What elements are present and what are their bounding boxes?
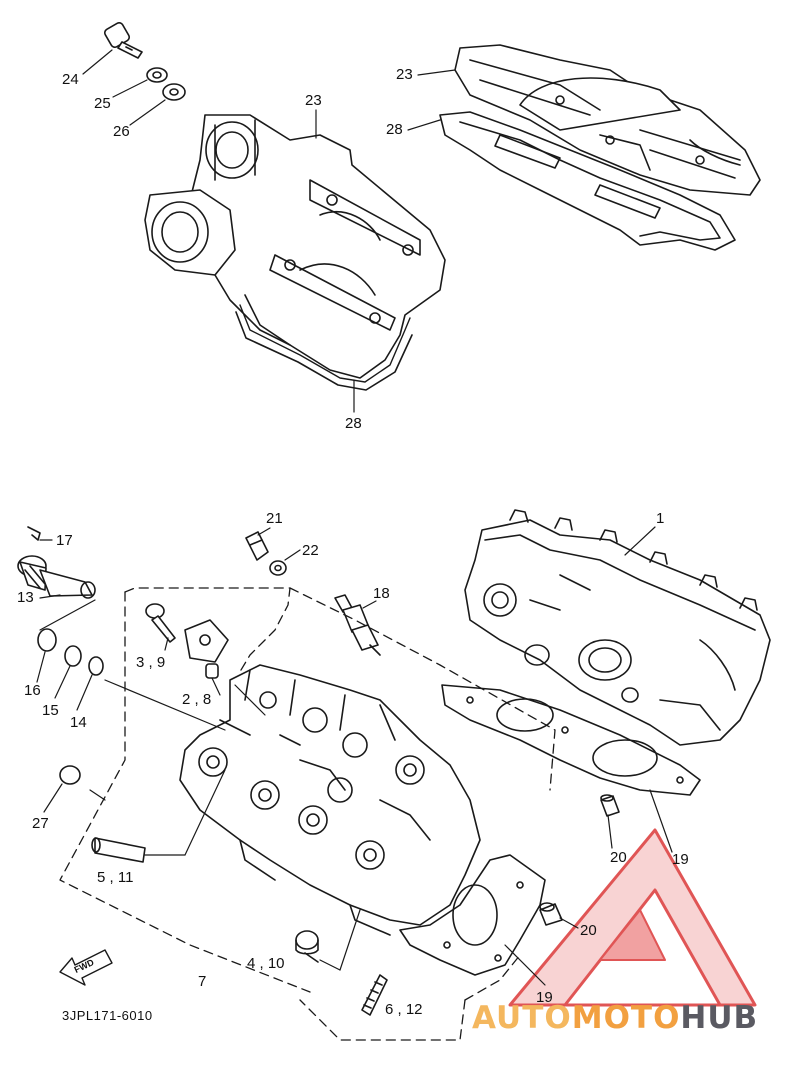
callout-26: 26: [113, 123, 130, 140]
callout-18: 18: [373, 585, 390, 602]
nut-21: [245, 531, 269, 561]
washer-26: [162, 83, 186, 101]
o-ring-16: [37, 628, 57, 652]
gasket-28-rear: [439, 111, 736, 251]
cylinder-head-front: [179, 664, 481, 936]
callout-23-rear: 23: [396, 66, 413, 83]
bolt-4-10: [295, 930, 319, 963]
fwd-arrow-icon: [59, 949, 113, 986]
callout-27: 27: [32, 815, 49, 832]
callout-1: 1: [656, 510, 665, 527]
callout-28-front: 28: [345, 415, 362, 432]
pin-5-11: [91, 837, 146, 863]
callout-6-12: 6 , 12: [385, 1001, 423, 1018]
stud-bolt-6-12: [361, 974, 388, 1016]
o-ring-15: [64, 645, 82, 667]
bolt-24: [104, 22, 143, 59]
cap-27: [59, 765, 81, 785]
cylinder-head-rear: [464, 509, 771, 746]
callout-3-9: 3 , 9: [136, 654, 166, 671]
callout-22: 22: [302, 542, 319, 559]
washer-22: [269, 560, 287, 576]
callout-5-11: 5 , 11: [97, 869, 134, 886]
logo-part-moto: MOTO: [571, 1000, 681, 1036]
callout-19-rear: 19: [672, 851, 689, 868]
callout-14: 14: [70, 714, 87, 731]
callout-24: 24: [62, 71, 79, 88]
clip-17: [27, 526, 41, 541]
logo-part-auto: AUTO: [472, 1000, 572, 1036]
callout-20-upper: 20: [610, 849, 627, 866]
head-gasket-front: [399, 854, 546, 976]
callout-20-lower: 20: [580, 922, 597, 939]
watermark-logo: AUTOMOTOHUB: [472, 1000, 758, 1036]
callout-17: 17: [56, 532, 73, 549]
callout-15: 15: [42, 702, 59, 719]
head-gasket-rear: [441, 684, 701, 796]
cylinder-head-cover-front: [144, 114, 446, 379]
callout-2-8: 2 , 8: [182, 691, 212, 708]
callout-16: 16: [24, 682, 41, 699]
leader-lines: [36, 49, 673, 986]
o-ring-14: [88, 656, 104, 676]
diagram-code: 3JPL171-6010: [62, 1008, 153, 1023]
logo-part-hub: HUB: [680, 1000, 759, 1036]
watermark-triangle: [508, 828, 757, 1007]
dowel-pin-2-8: [205, 663, 219, 679]
callout-19-front: 19: [536, 989, 553, 1006]
callout-28-rear: 28: [386, 121, 403, 138]
cylinder-head-cover-rear: [454, 44, 761, 196]
spark-plug-18: [334, 594, 381, 656]
callout-13: 13: [17, 589, 34, 606]
bracket-plate: [184, 619, 229, 663]
bolt-3-9: [145, 603, 176, 643]
callout-25: 25: [94, 95, 111, 112]
group-outline-7: [59, 587, 556, 1041]
callout-21: 21: [266, 510, 283, 527]
gasket-28-front: [235, 304, 413, 391]
dowel-20-b: [539, 902, 563, 926]
callout-7: 7: [198, 973, 207, 990]
dowel-20-a: [600, 794, 620, 817]
pipe-fitting-13: [17, 555, 96, 599]
callout-23-front: 23: [305, 92, 322, 109]
callout-4-10: 4 , 10: [247, 955, 285, 972]
washer-25: [146, 67, 168, 83]
